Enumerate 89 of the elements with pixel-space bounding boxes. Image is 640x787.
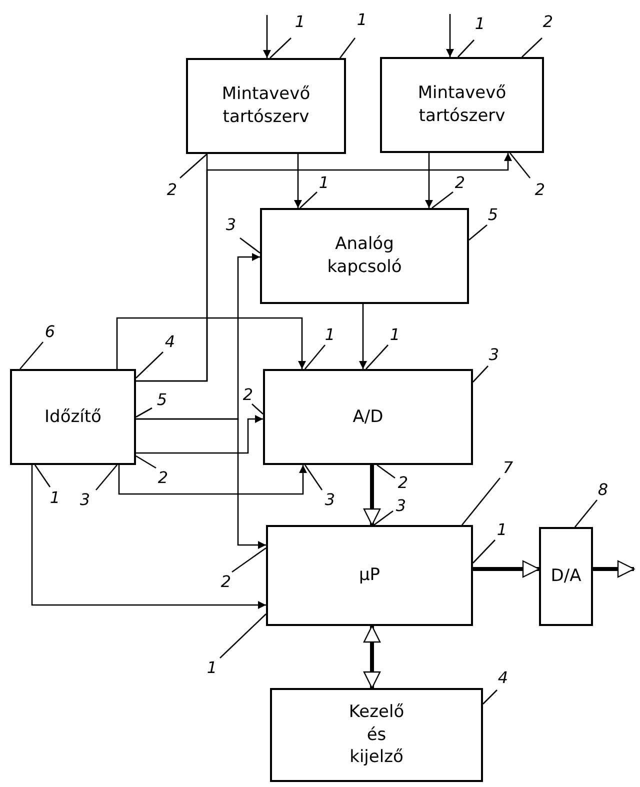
leader-line [366, 344, 388, 370]
signal-arrow [136, 418, 266, 549]
leader-line [510, 152, 530, 178]
bus-arrow [363, 625, 381, 689]
callout-number: 3 [324, 492, 336, 508]
callout-number: 1 [390, 327, 400, 343]
leader-line [270, 38, 292, 58]
leader-line [220, 614, 266, 658]
callout-number: 1 [496, 522, 508, 538]
leader-line [96, 464, 118, 490]
leader-line [472, 540, 496, 564]
callout-number: 8 [598, 482, 608, 498]
bus-arrow [593, 560, 635, 578]
callout-number: 2 [220, 574, 232, 590]
block-label: A/D [352, 406, 384, 428]
leader-line [34, 464, 51, 488]
block-box [266, 525, 473, 626]
callout-number: 2 [166, 182, 178, 198]
leader-line [458, 40, 474, 58]
leader-line [240, 237, 260, 254]
signal-arrow [446, 14, 454, 57]
block-box [263, 369, 473, 465]
callout-number: 1 [318, 175, 330, 191]
callout-number: 1 [356, 12, 368, 28]
callout-number: 1 [294, 14, 306, 30]
callout-number: 1 [206, 660, 218, 676]
leader-line [304, 344, 326, 370]
callout-number: 2 [398, 475, 408, 491]
block-label: D/A [550, 565, 582, 588]
block-box [380, 57, 544, 153]
block-box [270, 688, 483, 782]
callout-number: 1 [324, 327, 336, 343]
signal-arrow [263, 15, 271, 58]
callout-number: 5 [156, 392, 168, 408]
signal-arrow [294, 154, 302, 208]
callout-number: 2 [534, 182, 546, 198]
callout-number: 1 [474, 16, 486, 32]
callout-number: 7 [502, 460, 514, 476]
leader-line [472, 366, 488, 382]
callout-number: 4 [164, 334, 176, 350]
block-box [186, 58, 346, 154]
callout-number: 4 [498, 670, 508, 686]
callout-number: 1 [50, 490, 60, 506]
leader-line [468, 224, 488, 240]
leader-line [304, 464, 323, 490]
leader-line [462, 478, 500, 526]
callout-number: 5 [488, 207, 498, 223]
leader-line [574, 500, 598, 528]
signal-arrow [116, 317, 306, 369]
block-label: Mintavevő tartószerv [416, 82, 508, 128]
leader-line [522, 38, 542, 58]
signal-arrow [425, 153, 433, 208]
leader-line [374, 510, 394, 526]
callout-number: 3 [226, 217, 236, 233]
leader-line [300, 192, 318, 208]
callout-number: 2 [158, 470, 168, 486]
callout-number: 3 [488, 347, 500, 363]
leader-line [252, 404, 264, 414]
callout-number: 3 [80, 492, 90, 508]
leader-line [136, 455, 156, 469]
bus-arrow [363, 465, 381, 526]
leader-line [339, 38, 356, 58]
signal-arrow [31, 465, 266, 609]
callout-number: 6 [44, 324, 56, 340]
leader-line [376, 464, 396, 479]
leader-line [136, 352, 164, 378]
block-box [260, 208, 469, 304]
signal-arrow [136, 153, 512, 382]
signal-arrow [359, 304, 367, 369]
callout-number: 3 [396, 498, 406, 514]
callout-number: 2 [454, 175, 466, 191]
leader-line [232, 547, 266, 573]
block-label: Mintavevő tartószerv [220, 83, 312, 129]
leader-line [482, 690, 498, 704]
signal-arrow [136, 415, 263, 454]
block-box [10, 369, 136, 465]
callout-number: 2 [242, 387, 254, 403]
block-label: Kezelő és kijelző [348, 700, 406, 770]
block-label: µP [358, 564, 380, 587]
leader-line [20, 342, 44, 370]
leader-line [180, 154, 208, 178]
leader-line [136, 407, 152, 418]
block-label: Analóg kapcsoló [326, 233, 403, 279]
callout-number: 2 [542, 14, 554, 30]
block-box [539, 527, 593, 626]
block-label: Időzítő [44, 406, 102, 428]
bus-arrow [473, 560, 540, 578]
signal-arrow [118, 465, 307, 495]
leader-line [432, 191, 454, 209]
